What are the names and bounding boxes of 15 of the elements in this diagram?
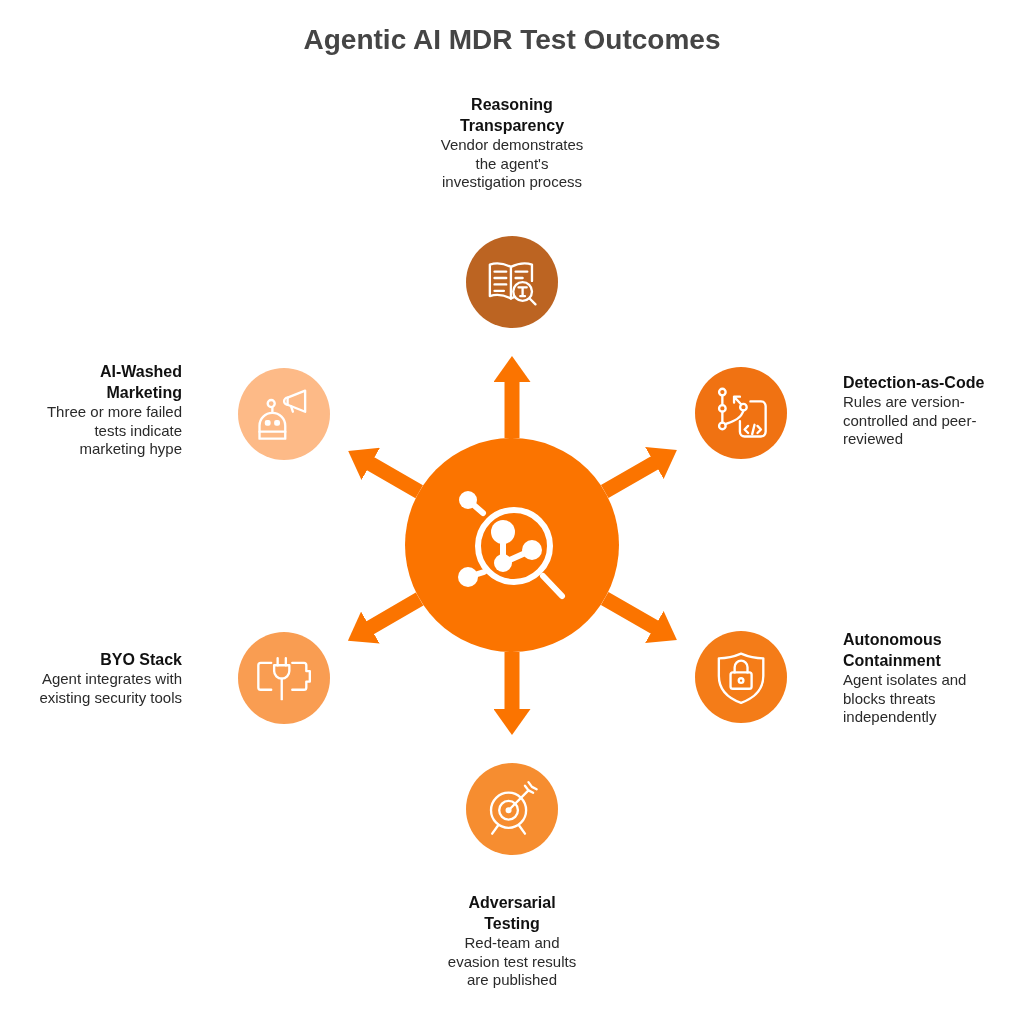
outcome-description: Rules are version-controlled and peer-reviewed bbox=[843, 393, 978, 449]
outcome-description: Agent integrates with existing security tools bbox=[38, 670, 182, 707]
outcome-title: AI-Washed Marketing bbox=[98, 362, 182, 403]
outcome-description: Red-team and evasion test results are published bbox=[447, 934, 577, 990]
outcome-title: Detection-as-Code bbox=[843, 373, 986, 393]
outcome-title: Autonomous Containment bbox=[843, 630, 943, 671]
outcome-title: Adversarial Testing bbox=[467, 893, 557, 934]
arrow bbox=[493, 356, 531, 438]
diagram-title: Agentic AI MDR Test Outcomes bbox=[303, 23, 721, 57]
outcome-title: BYO Stack bbox=[99, 650, 182, 670]
outcome-description: Vendor demonstrates the agent's investigation process bbox=[440, 136, 584, 192]
outcome-title: Reasoning Transparency bbox=[459, 95, 565, 136]
outcome-description: Agent isolates and blocks threats independently bbox=[843, 671, 968, 727]
arrow bbox=[493, 652, 531, 735]
outcome-description: Three or more failed tests indicate marketing hype bbox=[45, 403, 182, 459]
